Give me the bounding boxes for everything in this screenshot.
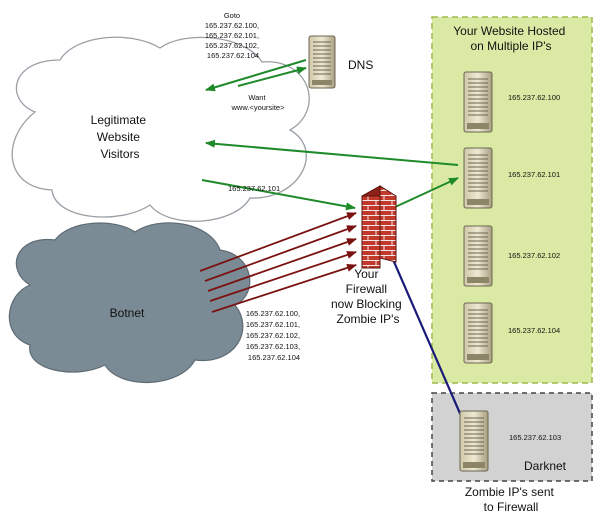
server-101-label: 165.237.62.101 (508, 170, 560, 179)
hosted-zone (431, 16, 593, 384)
server-104-icon (463, 302, 493, 364)
server-100-icon (463, 71, 493, 133)
visitor-ip-label: 165.237.62.101 (228, 184, 280, 193)
server-102-label: 165.237.62.102 (508, 251, 560, 260)
server-101-icon (463, 147, 493, 209)
server-102-icon (463, 225, 493, 287)
server-104-label: 165.237.62.104 (508, 326, 560, 335)
botnet-arrow (204, 225, 357, 282)
botnet-cloud (8, 222, 251, 384)
arrow-server-to-visitors (205, 139, 459, 166)
goto-text: Goto 165.237.62.100, 165.237.62.101, 165… (205, 11, 261, 60)
want-text: Want www.<yoursite> (231, 93, 286, 112)
zombie-caption: Zombie IP's sent to Firewall (465, 485, 557, 514)
darknet-server-label: 165.237.62.103 (509, 433, 561, 442)
arrow-visitors-to-dns (237, 66, 307, 87)
botnet-ip-list: 165.237.62.100, 165.237.62.101, 165.237.… (246, 309, 302, 362)
arrow-dns-to-visitors (205, 59, 307, 92)
firewall-icon (361, 185, 397, 269)
firewall-label: Your Firewall now Blocking Zombie IP's (331, 267, 405, 326)
arrow-firewall-to-server (392, 177, 459, 209)
server-100-label: 165.237.62.100 (508, 93, 560, 102)
darknet-label: Darknet (524, 459, 567, 473)
botnet-arrow (211, 263, 357, 313)
visitors-label: Legitimate Website Visitors (91, 113, 150, 161)
hosted-title: Your Website Hosted on Multiple IP's (453, 24, 568, 53)
dns-label: DNS (348, 58, 373, 72)
botnet-label: Botnet (110, 306, 145, 320)
arrow-darknet-to-firewall (386, 247, 464, 419)
dns-server-icon (308, 35, 336, 89)
arrow-visitors-to-firewall (201, 179, 356, 211)
visitors-cloud (11, 36, 310, 222)
botnet-arrow (209, 251, 357, 302)
botnet-arrow (199, 212, 357, 272)
botnet-attack-arrows (199, 212, 357, 313)
botnet-arrow (207, 238, 357, 292)
darknet-server-icon (459, 410, 489, 472)
